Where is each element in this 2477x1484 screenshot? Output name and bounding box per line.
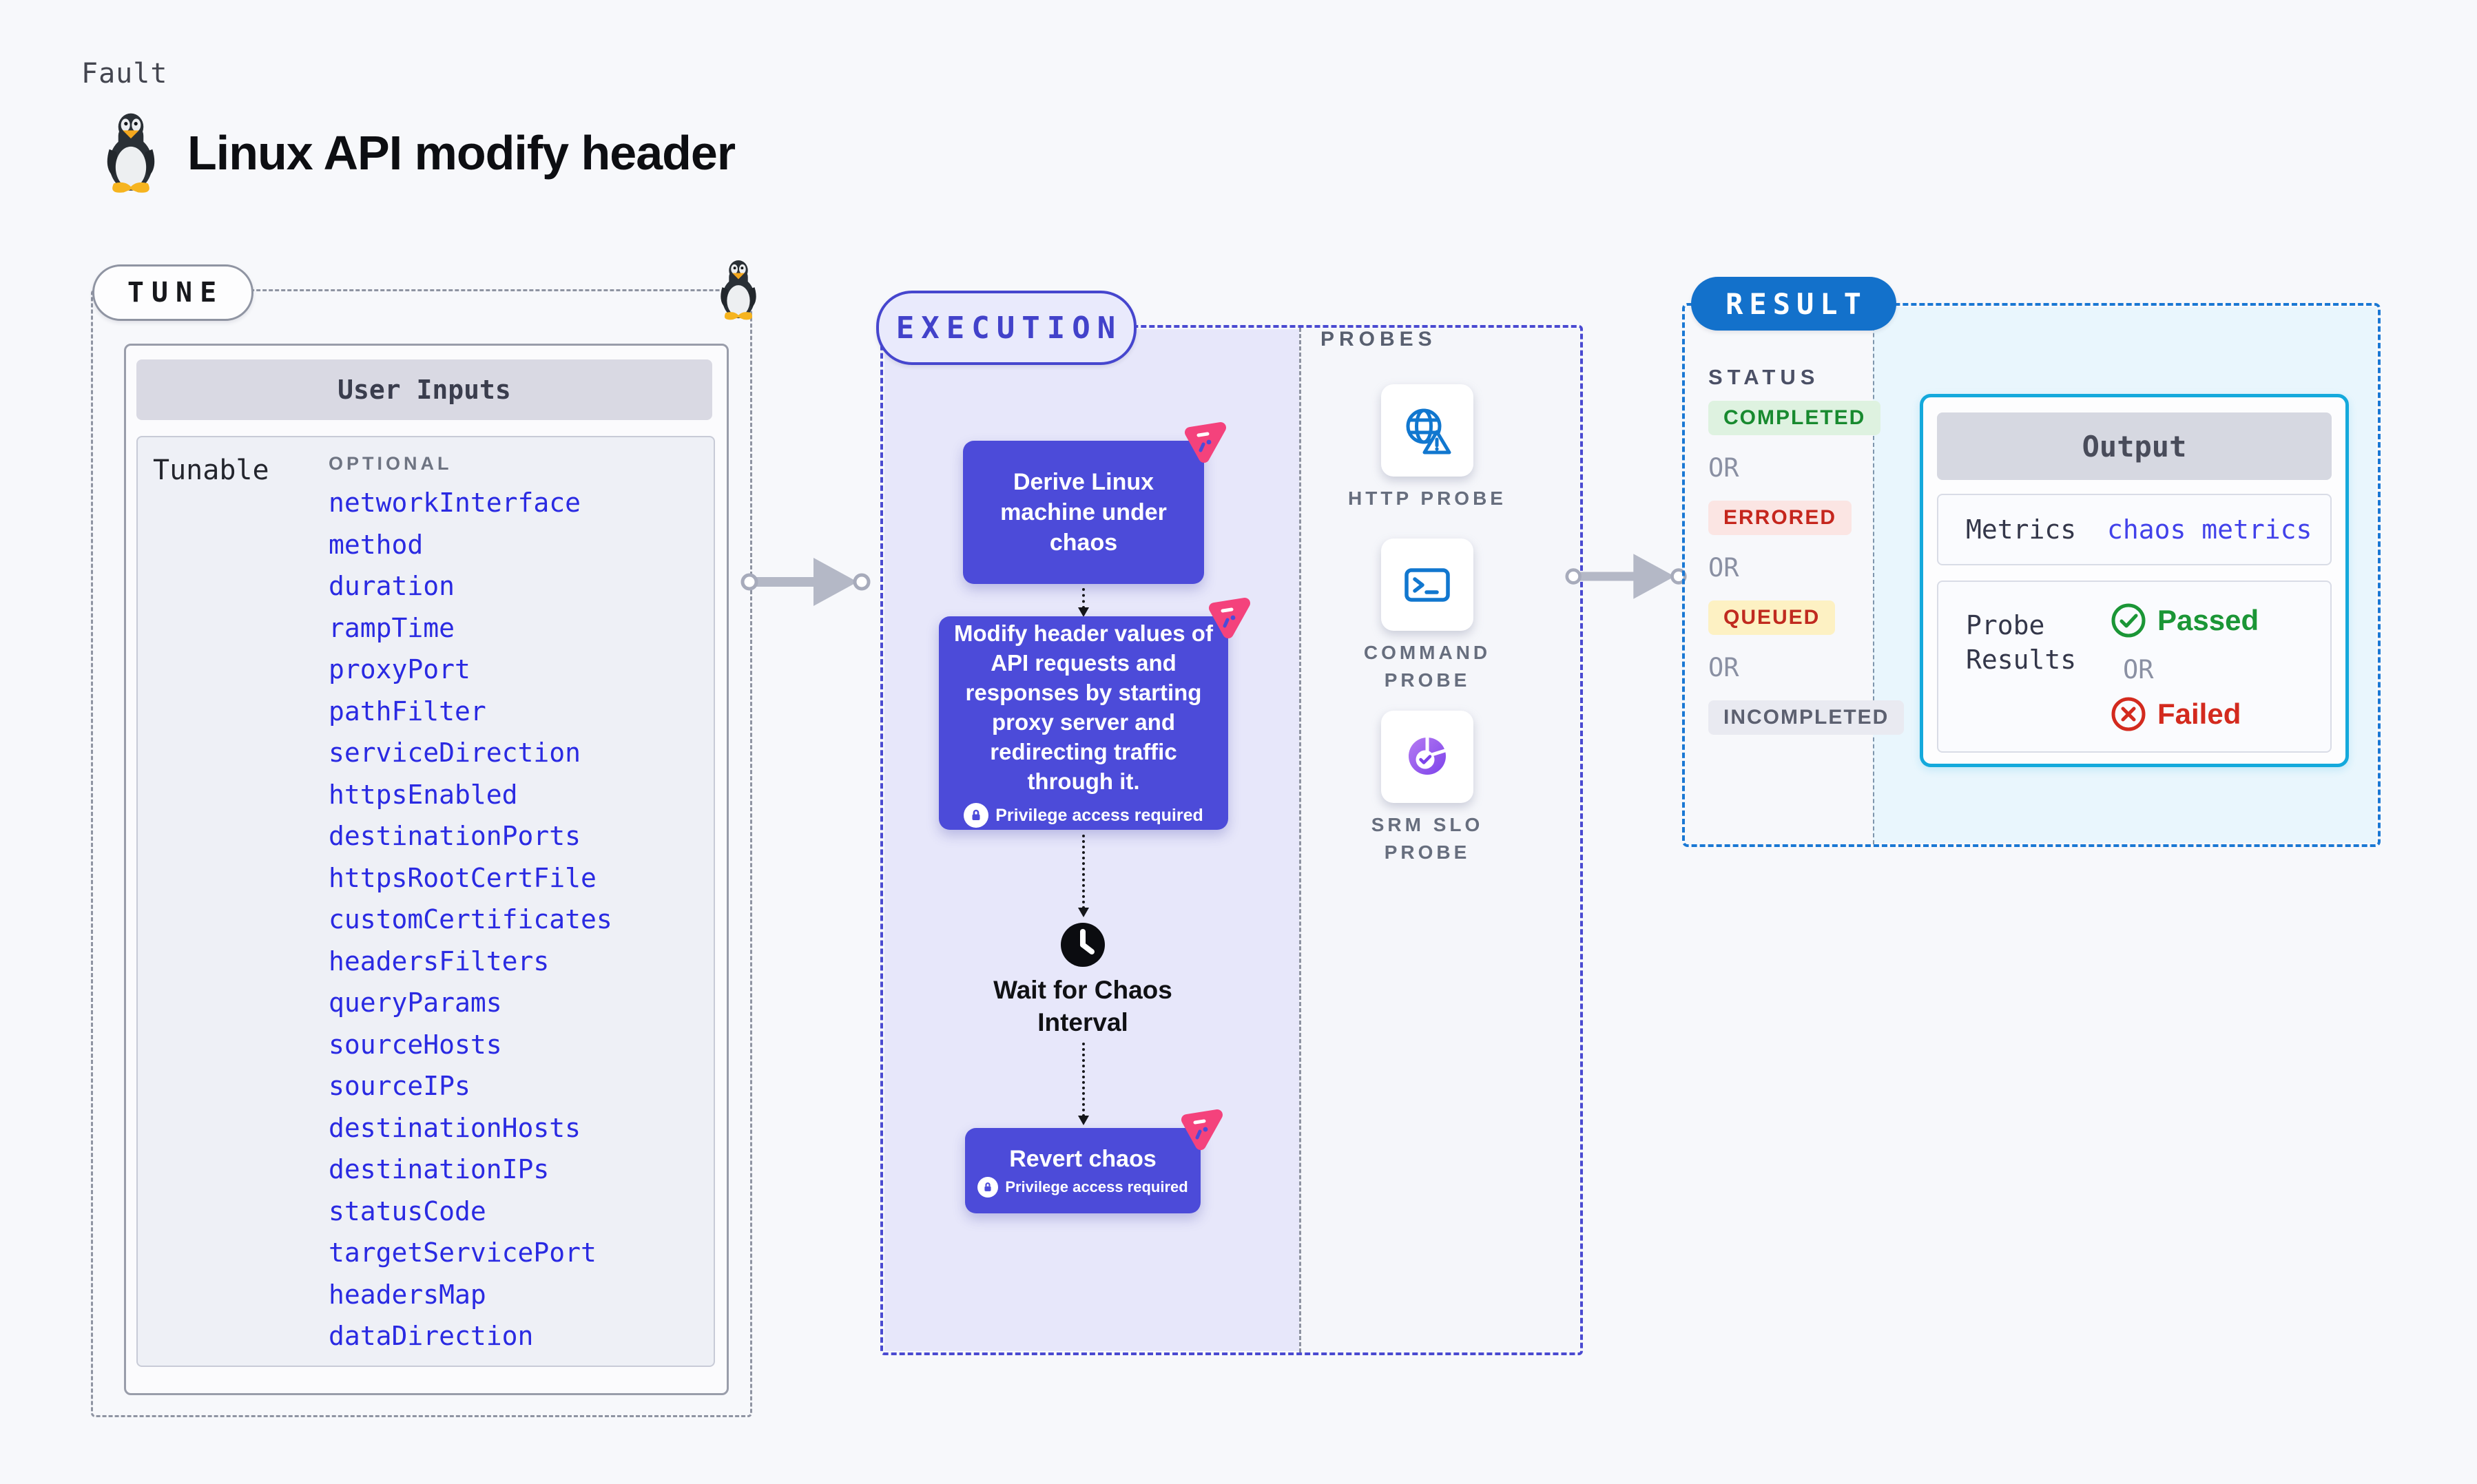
probes-section-label: PROBES	[1320, 328, 1437, 351]
status-badge-incompleted: INCOMPLETED	[1708, 700, 1905, 735]
metrics-value-link[interactable]: chaos metrics	[2107, 514, 2312, 545]
tunable-param-link[interactable]: headersMap	[329, 1279, 486, 1310]
tunable-param-link[interactable]: destinationHosts	[329, 1112, 581, 1143]
step-revert-text: Revert chaos	[1009, 1146, 1157, 1172]
privilege-note: Privilege access required	[977, 1177, 1188, 1198]
tunable-param-link[interactable]: networkInterface	[329, 488, 581, 518]
tune-section-frame	[91, 289, 752, 1417]
status-badge-completed: COMPLETED	[1708, 401, 1881, 435]
command-probe-label: COMMAND PROBE	[1363, 642, 1491, 691]
tune-to-execution-arrow	[740, 551, 871, 613]
srm-slo-probe-card	[1381, 711, 1473, 803]
tunable-param-link[interactable]: method	[329, 529, 424, 560]
page-title: Linux API modify header	[187, 126, 736, 180]
tune-pill: TUNE	[92, 264, 253, 321]
step-modify-header: Modify header values of API requests and…	[939, 616, 1228, 830]
or-separator: OR	[1708, 653, 1739, 682]
tunable-param-link[interactable]: httpsRootCertFile	[329, 862, 597, 893]
tunable-param-link[interactable]: proxyPort	[329, 654, 470, 684]
failed-result: Failed	[2111, 696, 2241, 732]
user-inputs-header: User Inputs	[136, 359, 712, 420]
execution-pill: EXECUTION	[876, 291, 1137, 365]
tunable-param-link[interactable]: serviceDirection	[329, 738, 581, 768]
x-circle-icon	[2111, 696, 2146, 732]
step-derive-machine: Derive Linux machine under chaos	[963, 441, 1204, 584]
flow-arrow-1	[1078, 588, 1089, 617]
tunable-row-label: Tunable	[153, 454, 269, 486]
tunable-param-link[interactable]: duration	[329, 571, 455, 601]
srm-slo-probe-label: SRM SLO PROBE	[1371, 814, 1484, 863]
tunable-param-link[interactable]: pathFilter	[329, 696, 486, 727]
status-badges-list: COMPLETED OR ERRORED OR QUEUED OR INCOMPLETED	[1708, 401, 1905, 735]
tunable-param-link[interactable]: queryParams	[329, 987, 502, 1018]
optional-label: OPTIONAL	[329, 453, 453, 474]
tunable-param-link[interactable]: customCertificates	[329, 904, 612, 934]
command-probe-card	[1381, 539, 1473, 631]
tunable-param-link[interactable]: rampTime	[329, 612, 455, 643]
or-separator: OR	[1708, 453, 1739, 483]
chaos-icon	[1206, 597, 1252, 640]
status-badge-errored: ERRORED	[1708, 501, 1852, 535]
chaos-icon	[1182, 421, 1227, 464]
step-revert-chaos: Revert chaos Privilege access required	[965, 1128, 1201, 1213]
step-derive-text: Derive Linux machine under chaos	[1000, 469, 1167, 556]
check-circle-icon	[2111, 603, 2146, 638]
tunable-param-link[interactable]: headersFilters	[329, 945, 550, 976]
result-pill: RESULT	[1691, 277, 1896, 331]
status-output-divider	[1873, 306, 1874, 844]
passed-result: Passed	[2111, 603, 2259, 638]
http-probe-label: HTTP PROBE	[1348, 488, 1506, 509]
tunable-param-link[interactable]: destinationPorts	[329, 821, 581, 851]
step-modify-text: Modify header values of API requests and…	[954, 620, 1213, 794]
tunable-param-link[interactable]: httpsEnabled	[329, 779, 518, 810]
status-badge-queued: QUEUED	[1708, 600, 1836, 635]
tunable-param-link[interactable]: statusCode	[329, 1195, 486, 1226]
flow-arrow-3	[1078, 1043, 1089, 1125]
probe-results-row: Probe Results Passed OR Failed	[1937, 581, 2332, 753]
lock-icon	[977, 1177, 999, 1198]
probes-background	[1299, 329, 1579, 1351]
wait-interval-label: Wait for Chaos Interval	[993, 976, 1172, 1036]
tunables-list-panel	[136, 436, 715, 1367]
terminal-icon	[1401, 558, 1453, 611]
output-header: Output	[1937, 412, 2332, 480]
output-card: Output Metrics chaos metrics Probe Resul…	[1920, 394, 2349, 767]
status-section-label: STATUS	[1708, 365, 1820, 389]
flow-arrow-2	[1078, 835, 1089, 917]
metrics-row: Metrics chaos metrics	[1937, 494, 2332, 565]
execution-probes-divider	[1299, 328, 1301, 1352]
tunable-param-link[interactable]: targetServicePort	[329, 1237, 597, 1268]
privilege-note: Privilege access required	[964, 803, 1203, 828]
tunable-param-link[interactable]: destinationIPs	[329, 1154, 550, 1184]
clock-icon	[1059, 921, 1106, 968]
probe-results-label: Probe Results	[1966, 610, 2077, 675]
execution-to-result-arrow	[1565, 545, 1688, 607]
tunable-params-list: networkInterface method duration rampTime pr…	[329, 482, 701, 1357]
linux-tux-icon	[102, 112, 160, 194]
http-probe-card	[1381, 384, 1473, 477]
fault-kicker: Fault	[81, 58, 168, 90]
slo-pie-check-icon	[1401, 731, 1453, 783]
tunable-param-link[interactable]: sourceIPs	[329, 1071, 470, 1101]
chaos-icon	[1179, 1109, 1224, 1151]
linux-tux-corner-icon	[716, 259, 760, 321]
tunable-param-link[interactable]: sourceHosts	[329, 1029, 502, 1060]
tunable-param-link[interactable]: dataDirection	[329, 1321, 534, 1351]
globe-warning-icon	[1401, 404, 1453, 457]
lock-icon	[964, 803, 989, 828]
or-separator: OR	[2123, 655, 2154, 684]
metrics-label: Metrics	[1966, 514, 2077, 545]
or-separator: OR	[1708, 553, 1739, 583]
